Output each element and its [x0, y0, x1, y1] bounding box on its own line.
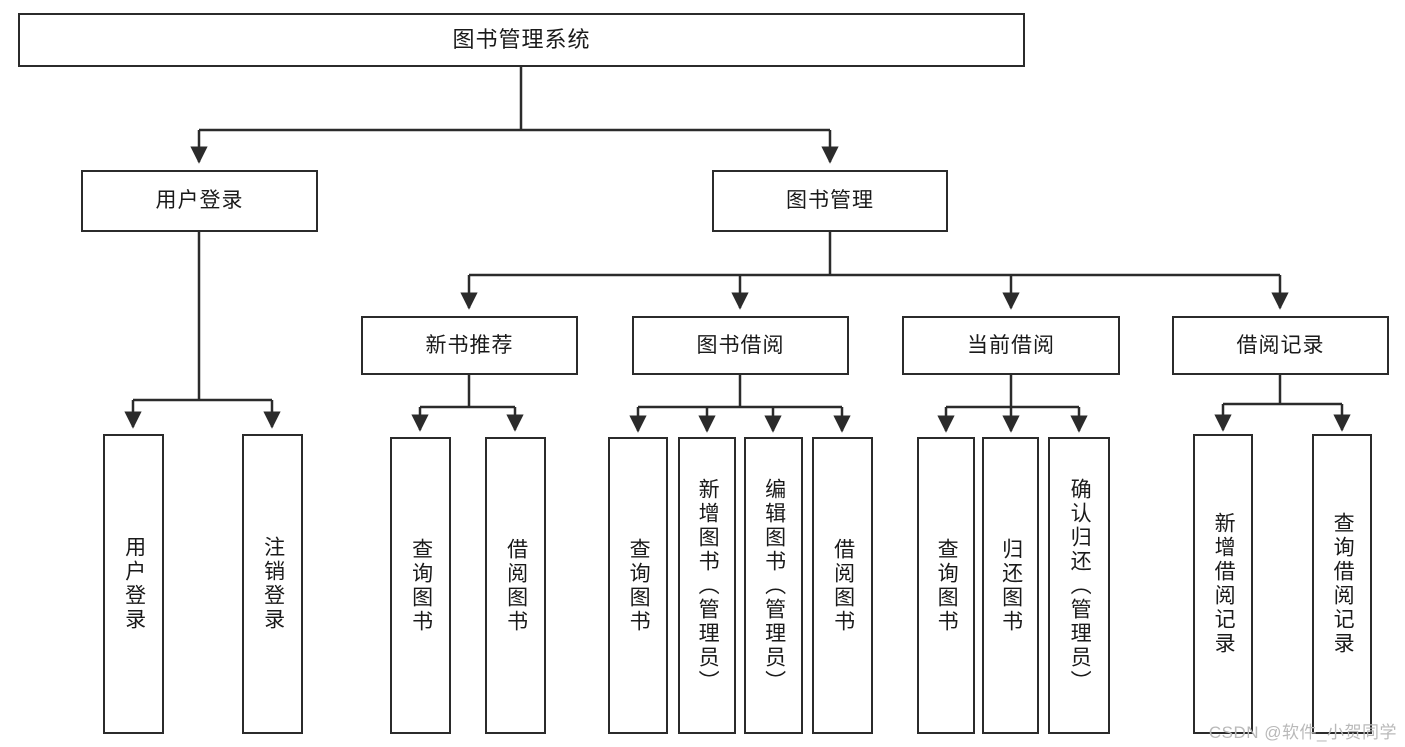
leaf-query-borrow-record[interactable]: 查询借阅记录	[1312, 434, 1372, 734]
leaf-confirm-return-admin[interactable]: 确认归还（管理员）	[1048, 437, 1110, 734]
node-label: 查询图书	[627, 537, 651, 634]
node-label: 借阅图书	[504, 537, 528, 634]
watermark: CSDN @软件_小贺同学	[1208, 723, 1397, 742]
leaf-edit-book-admin[interactable]: 编辑图书（管理员）	[744, 437, 803, 734]
leaf-return-book[interactable]: 归还图书	[982, 437, 1039, 734]
leaf-query-book-borrow[interactable]: 查询图书	[608, 437, 668, 734]
node-label: 借阅图书	[831, 537, 855, 634]
node-label: 图书管理	[786, 189, 874, 213]
node-label: 新书推荐	[425, 333, 514, 357]
leaf-user-login[interactable]: 用户登录	[103, 434, 164, 734]
node-label: 查询借阅记录	[1331, 512, 1355, 656]
node-label: 图书借阅	[696, 333, 785, 357]
node-label: 查询图书	[409, 537, 433, 634]
node-label: 注销登录	[261, 536, 285, 632]
leaf-add-book-admin[interactable]: 新增图书（管理员）	[678, 437, 736, 734]
node-label: 确认归还（管理员）	[1068, 477, 1092, 694]
node-label: 用户登录	[122, 536, 146, 632]
leaf-query-book-current[interactable]: 查询图书	[917, 437, 975, 734]
node-label: 用户登录	[155, 189, 244, 213]
node-label: 借阅记录	[1236, 333, 1325, 357]
node-label: 新增借阅记录	[1212, 512, 1236, 656]
leaf-borrow-book[interactable]: 借阅图书	[812, 437, 873, 734]
node-current-borrow[interactable]: 当前借阅	[902, 316, 1120, 375]
node-label: 归还图书	[999, 537, 1023, 634]
node-label: 当前借阅	[967, 333, 1055, 357]
node-new-book-recommendation[interactable]: 新书推荐	[361, 316, 578, 375]
node-borrow-record[interactable]: 借阅记录	[1172, 316, 1389, 375]
node-book-management[interactable]: 图书管理	[712, 170, 948, 232]
leaf-query-book-recommendation[interactable]: 查询图书	[390, 437, 451, 734]
node-user-login[interactable]: 用户登录	[81, 170, 318, 232]
node-label: 图书管理系统	[452, 26, 591, 52]
leaf-logout[interactable]: 注销登录	[242, 434, 303, 734]
leaf-add-borrow-record[interactable]: 新增借阅记录	[1193, 434, 1253, 734]
node-label: 编辑图书（管理员）	[762, 477, 786, 694]
node-root-book-management-system[interactable]: 图书管理系统	[18, 13, 1025, 67]
leaf-borrow-book-recommendation[interactable]: 借阅图书	[485, 437, 546, 734]
node-book-borrow[interactable]: 图书借阅	[632, 316, 849, 375]
node-label: 新增图书（管理员）	[696, 477, 720, 694]
node-label: 查询图书	[935, 537, 959, 634]
